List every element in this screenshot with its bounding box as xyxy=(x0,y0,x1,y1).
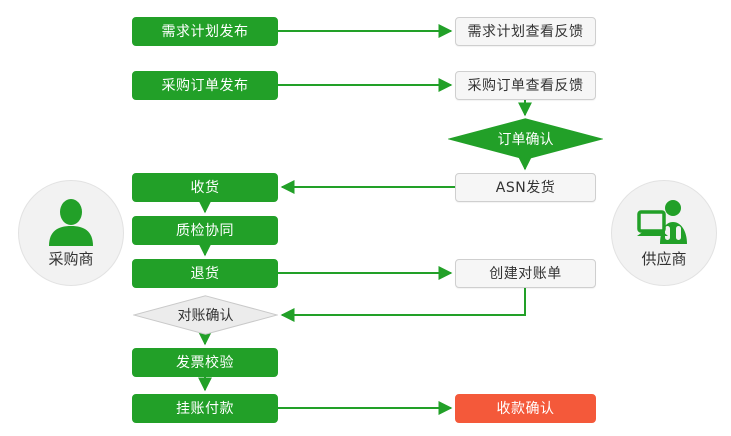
node-receive_goods[interactable]: 收货 xyxy=(132,173,278,202)
node-label: 采购订单发布 xyxy=(161,77,249,94)
node-invoice_check[interactable]: 发票校验 xyxy=(132,348,278,377)
decision-order_confirm[interactable]: 订单确认 xyxy=(448,118,603,160)
node-label: ASN发货 xyxy=(495,179,556,196)
node-label: 需求计划发布 xyxy=(161,23,249,40)
role-avatar-buyer[interactable]: 采购商 xyxy=(18,180,124,286)
node-demand_publish[interactable]: 需求计划发布 xyxy=(132,17,278,46)
node-label: 订单确认 xyxy=(497,132,554,148)
node-label: 挂账付款 xyxy=(176,400,234,417)
node-return_goods[interactable]: 退货 xyxy=(132,259,278,288)
node-label: 退货 xyxy=(190,265,220,282)
node-label: 对账确认 xyxy=(177,308,234,324)
node-po_feedback[interactable]: 采购订单查看反馈 xyxy=(455,71,596,100)
role-label-supplier: 供应商 xyxy=(641,249,687,268)
node-demand_feedback[interactable]: 需求计划查看反馈 xyxy=(455,17,596,46)
node-account_pay[interactable]: 挂账付款 xyxy=(132,394,278,423)
node-asn_ship[interactable]: ASN发货 xyxy=(455,173,596,202)
node-label: 收款确认 xyxy=(496,400,555,417)
role-label-buyer: 采购商 xyxy=(48,249,94,268)
person-icon xyxy=(49,198,93,246)
node-label: 收货 xyxy=(190,179,220,196)
node-po_publish[interactable]: 采购订单发布 xyxy=(132,71,278,100)
decision-stmt_confirm[interactable]: 对账确认 xyxy=(133,295,278,335)
edge-create_stmt-to-stmt_confirm xyxy=(280,288,526,322)
node-qc_collab[interactable]: 质检协同 xyxy=(132,216,278,245)
node-payment_confirm[interactable]: 收款确认 xyxy=(455,394,596,423)
node-label: 采购订单查看反馈 xyxy=(467,77,584,94)
role-avatar-supplier[interactable]: 供应商 xyxy=(611,180,717,286)
node-label: 发票校验 xyxy=(176,354,234,371)
node-label: 需求计划查看反馈 xyxy=(467,23,584,40)
node-label: 创建对账单 xyxy=(489,265,562,282)
person-computer-icon xyxy=(637,199,687,244)
node-create_stmt[interactable]: 创建对账单 xyxy=(455,259,596,288)
node-label: 质检协同 xyxy=(176,222,234,239)
